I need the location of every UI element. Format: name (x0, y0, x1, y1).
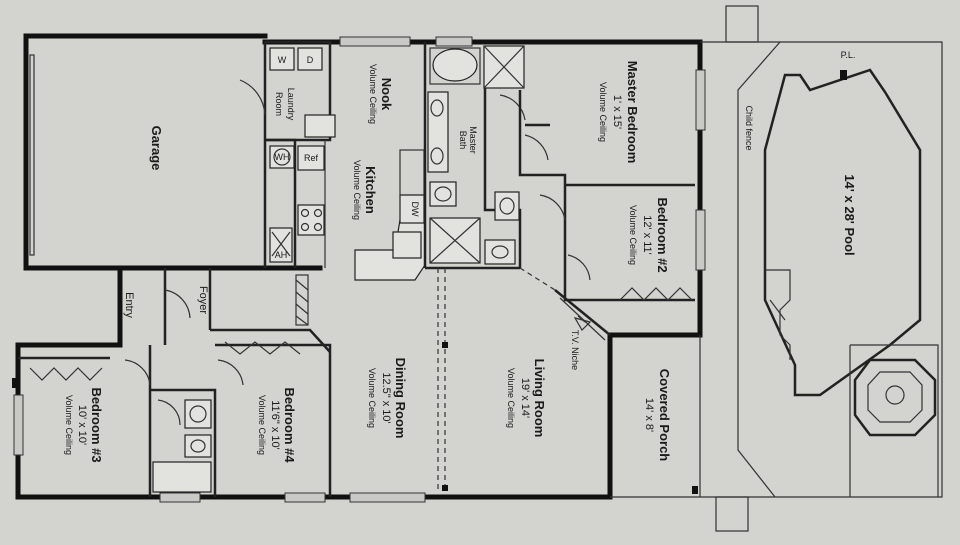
window (284, 492, 326, 503)
window (695, 209, 706, 271)
living-ceiling: Volume Ceiling (506, 368, 516, 428)
ac-label: AH (275, 250, 288, 260)
washer (269, 47, 295, 71)
pool (763, 68, 922, 397)
covered-porch-label: Covered Porch (657, 369, 672, 462)
master-bedroom-label: Master Bedroom (625, 61, 640, 164)
bath-2 (150, 388, 217, 497)
child-fence-label: Child fence (744, 105, 754, 150)
garage-label: Garage (149, 126, 164, 171)
master-bath-label-2: Bath (458, 131, 468, 150)
nook: Nook Volume Ceiling (368, 64, 394, 124)
window (695, 69, 706, 131)
dishwasher-label: DW (410, 202, 420, 217)
bedroom3-ceiling: Volume Ceiling (64, 395, 74, 455)
bedroom2-size: 12' x 11' (641, 215, 653, 254)
bedroom4-size: 11'6" x 10' (269, 400, 281, 450)
master-bath: Master Bath (423, 42, 526, 270)
washer-label: W (278, 55, 287, 65)
bath2-toilet (184, 399, 212, 429)
master-bath-label-1: Master (468, 126, 478, 154)
dining-ceiling: Volume Ceiling (367, 368, 377, 428)
pool-light-label: P.L. (841, 50, 856, 60)
bath2-tub (152, 461, 212, 493)
vanity (427, 91, 449, 173)
living-size: 19' x 14' (519, 378, 531, 418)
dining-label: Dining Room (393, 358, 408, 439)
bedroom-4: Bedroom #4 11'6" x 10' Volume Ceiling (210, 328, 332, 497)
bedroom2-label: Bedroom #2 (655, 197, 670, 272)
kitchen: WH Ref AH DW Kitchen Volume Ceiling (265, 138, 426, 281)
water-heater-label: WH (275, 152, 290, 162)
pool-area: Child fence 14' x 28' Pool P.L. (700, 5, 943, 532)
bathtub (432, 48, 478, 82)
entry-foyer: Entry Foyer (123, 268, 309, 345)
window (349, 492, 426, 503)
master-bedroom-size: 1' x 15' (611, 95, 623, 129)
spa (853, 358, 937, 437)
windows (13, 36, 706, 503)
kitchen-label: Kitchen (363, 166, 378, 214)
hall-toilet (494, 191, 520, 221)
nook-ceiling: Volume Ceiling (368, 64, 378, 124)
dining-room: Dining Room 12.5" x 10' Volume Ceiling (367, 358, 408, 439)
covered-porch: Covered Porch 14' x 8' (610, 335, 735, 498)
refrigerator (297, 145, 325, 171)
laundry-room: W D Laundry Room (239, 40, 336, 142)
tv-niche-label: T.V. Niche (570, 330, 580, 370)
dishwasher (399, 194, 425, 224)
bedroom2-ceiling: Volume Ceiling (628, 205, 638, 265)
laundry-label-2: Room (274, 92, 284, 116)
living-label: Living Room (532, 359, 547, 438)
bedroom-3: Bedroom #3 10' x 10' Volume Ceiling (12, 345, 152, 497)
garage: Garage (29, 42, 267, 268)
window (339, 36, 411, 47)
refrigerator-label: Ref (304, 153, 319, 163)
bath2-sink (184, 434, 212, 458)
bedroom4-ceiling: Volume Ceiling (257, 395, 267, 455)
dining-size: 12.5" x 10' (380, 372, 392, 423)
laundry-label-1: Laundry (286, 88, 296, 121)
kitchen-sink (392, 231, 422, 259)
hall-sink (484, 239, 516, 265)
window (13, 394, 24, 456)
living-room: T.V. Niche Living Room 19' x 14' Volume … (437, 267, 611, 491)
bedroom-2: Bedroom #2 12' x 11' Volume Ceiling (539, 183, 695, 302)
toilet (429, 181, 457, 207)
dryer-label: D (307, 55, 314, 65)
master-bedroom-ceiling: Volume Ceiling (598, 82, 608, 142)
kitchen-ceiling: Volume Ceiling (352, 160, 362, 220)
foyer-label: Foyer (197, 286, 209, 314)
master-bedroom: Master Bedroom 1' x 15' Volume Ceiling (518, 61, 640, 185)
nook-label: Nook (379, 78, 394, 111)
covered-porch-size: 14' x 8' (643, 398, 655, 432)
dryer (297, 47, 323, 71)
window (159, 492, 201, 503)
bedroom3-label: Bedroom #3 (89, 387, 104, 462)
bedroom3-size: 10' x 10' (76, 405, 88, 445)
entry-label: Entry (123, 292, 135, 318)
window (435, 36, 473, 47)
bedroom4-label: Bedroom #4 (282, 387, 297, 463)
pool-label: 14' x 28' Pool (842, 174, 857, 255)
